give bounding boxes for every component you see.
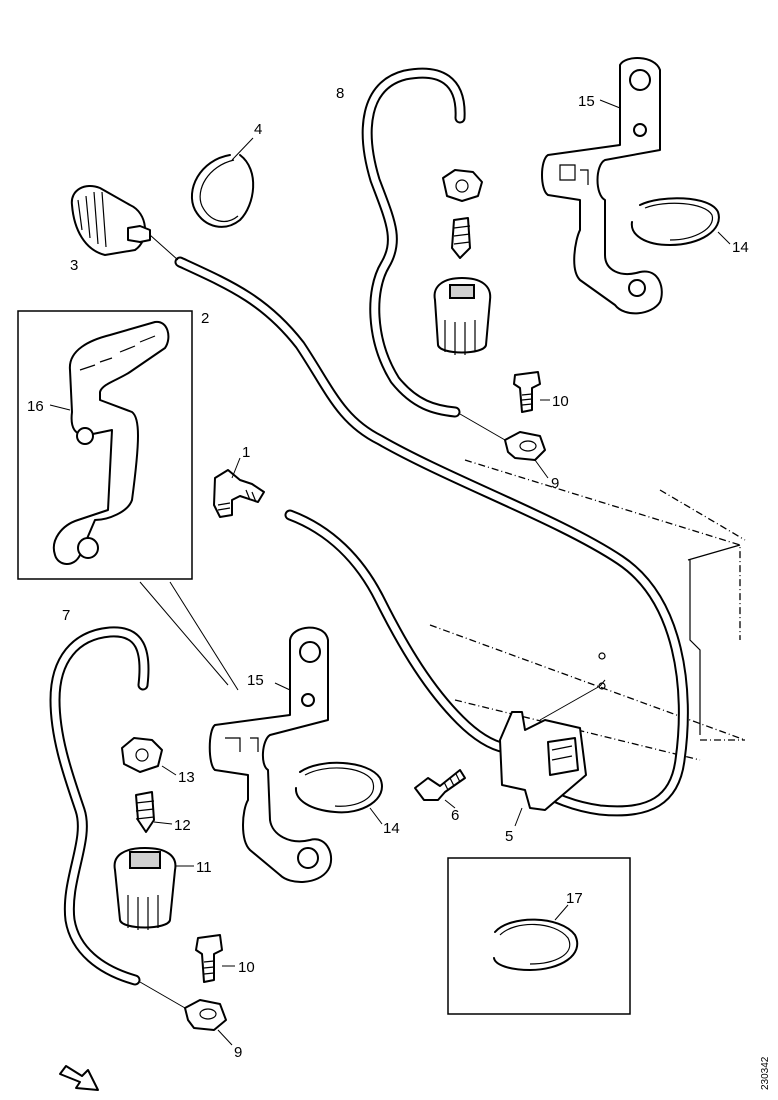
callout-15-upper: 15: [578, 93, 595, 110]
callout-5: 5: [505, 828, 513, 845]
hose-part-1: [284, 509, 511, 754]
arrow-right-icon: [59, 1065, 99, 1091]
callout-4: 4: [254, 121, 262, 138]
part-10-bolt-lower: [195, 934, 235, 983]
hose-part-2: [174, 256, 689, 817]
callout-8: 8: [336, 85, 344, 102]
inset-16-box: [17, 310, 239, 691]
callout-14-upper: 14: [732, 239, 749, 256]
callout-9-upper: 9: [551, 475, 559, 492]
hose-part-8: [361, 67, 466, 418]
callout-14-lower: 14: [383, 820, 400, 837]
part-10-bolt-upper: [513, 371, 550, 413]
part-15-bracket-lower: [208, 626, 333, 883]
callout-1: 1: [242, 444, 250, 461]
callout-10-upper: 10: [552, 393, 569, 410]
part-1-elbow: [213, 457, 265, 518]
callout-17: 17: [566, 890, 583, 907]
callout-3: 3: [70, 257, 78, 274]
part-9-banjo-lower: [139, 981, 233, 1046]
callout-10-lower: 10: [238, 959, 255, 976]
callout-12: 12: [174, 817, 191, 834]
callout-2: 2: [201, 310, 209, 327]
callout-7: 7: [62, 607, 70, 624]
frame-rail: [429, 459, 746, 761]
part-14-clamp-upper: [630, 197, 731, 246]
part-3-cap: [70, 185, 179, 261]
callout-15-lower: 15: [247, 672, 264, 689]
part-9-banjo-upper: [459, 413, 549, 479]
part-5-clip: [499, 652, 606, 827]
part-12-fitting: [135, 791, 173, 833]
part-15-bracket-upper: [541, 57, 663, 315]
part-4-clamp: [190, 137, 255, 228]
callout-6: 6: [451, 807, 459, 824]
inset-17-box: [447, 857, 631, 1015]
part-11-filter: [113, 847, 194, 930]
upper-filter-assembly: [433, 169, 492, 355]
part-13-nut: [121, 737, 177, 776]
callout-9-lower: 9: [234, 1044, 242, 1061]
callout-13: 13: [178, 769, 195, 786]
hose-part-7: [49, 626, 150, 986]
part-14-clamp-lower: [295, 761, 383, 825]
callout-16: 16: [27, 398, 44, 415]
callout-11: 11: [196, 859, 212, 876]
part-6-bolt: [414, 769, 466, 809]
reference-number: 230342: [760, 1056, 771, 1090]
